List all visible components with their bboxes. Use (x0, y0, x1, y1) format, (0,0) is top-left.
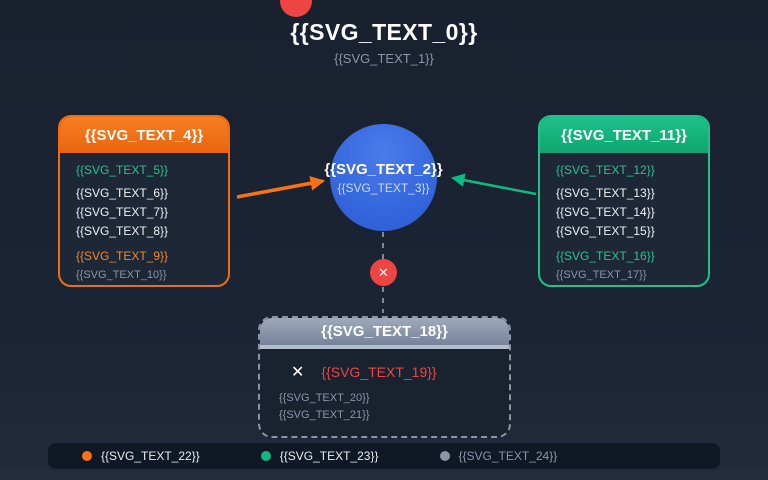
blocked-error-line: ✕ {{SVG_TEXT_19}} (291, 362, 509, 382)
blocked-card: {{SVG_TEXT_18}} ✕ {{SVG_TEXT_19}} {{SVG_… (258, 316, 511, 438)
card-row: {{SVG_TEXT_7}} (76, 205, 169, 219)
card-row: {{SVG_TEXT_10}} (76, 269, 167, 281)
card-row: {{SVG_TEXT_16}} (556, 249, 655, 263)
legend-item: {{SVG_TEXT_23}} (260, 449, 379, 463)
gray-dot-icon (439, 451, 450, 461)
left-card-body: {{SVG_TEXT_5}} {{SVG_TEXT_6}} {{SVG_TEXT… (60, 153, 228, 283)
center-node-subtitle: {{SVG_TEXT_3}} (337, 180, 430, 195)
center-node-title: {{SVG_TEXT_2}} (324, 160, 443, 178)
page-title: {{SVG_TEXT_0}} (290, 19, 478, 45)
legend-item: {{SVG_TEXT_22}} (82, 449, 200, 463)
card-row: {{SVG_TEXT_6}} (76, 186, 169, 200)
card-row: {{SVG_TEXT_12}} (556, 163, 655, 177)
red-alert-dot (280, 0, 312, 17)
x-icon: ✕ (378, 264, 389, 280)
legend-item: {{SVG_TEXT_24}} (439, 449, 558, 463)
blocked-x-badge: ✕ (370, 259, 397, 286)
page-subtitle: {{SVG_TEXT_1}} (334, 51, 434, 66)
left-card-header: {{SVG_TEXT_4}} (60, 117, 228, 153)
blocked-row: {{SVG_TEXT_21}} (279, 409, 370, 421)
orange-arrow (236, 176, 326, 199)
card-row: {{SVG_TEXT_8}} (76, 224, 169, 238)
card-row: {{SVG_TEXT_13}} (556, 186, 655, 200)
right-node-card: {{SVG_TEXT_11}} {{SVG_TEXT_12}} {{SVG_TE… (538, 115, 710, 287)
legend-label: {{SVG_TEXT_22}} (101, 449, 200, 463)
card-row: {{SVG_TEXT_9}} (76, 249, 169, 263)
center-node: {{SVG_TEXT_2}} {{SVG_TEXT_3}} (324, 124, 443, 231)
bottom-strip (0, 470, 768, 480)
card-row: {{SVG_TEXT_5}} (76, 163, 169, 177)
legend-bar: {{SVG_TEXT_22}} {{SVG_TEXT_23}} {{SVG_TE… (48, 443, 720, 469)
right-card-body: {{SVG_TEXT_12}} {{SVG_TEXT_13}} {{SVG_TE… (540, 153, 708, 283)
blocked-error-text: {{SVG_TEXT_19}} (321, 364, 437, 380)
green-arrow (451, 173, 537, 196)
legend-label: {{SVG_TEXT_23}} (279, 449, 379, 463)
card-row: {{SVG_TEXT_15}} (556, 224, 655, 238)
blocked-row: {{SVG_TEXT_20}} (279, 392, 370, 404)
green-dot-icon (260, 451, 271, 461)
x-icon: ✕ (291, 364, 305, 381)
left-node-card: {{SVG_TEXT_4}} {{SVG_TEXT_5}} {{SVG_TEXT… (58, 115, 230, 287)
right-card-header: {{SVG_TEXT_11}} (540, 117, 708, 153)
legend-label: {{SVG_TEXT_24}} (458, 449, 558, 463)
orange-dot-icon (82, 451, 92, 461)
card-row: {{SVG_TEXT_17}} (556, 269, 647, 281)
blocked-card-header: {{SVG_TEXT_18}} (260, 318, 509, 349)
card-row: {{SVG_TEXT_14}} (556, 205, 655, 219)
blocked-card-body: {{SVG_TEXT_20}} {{SVG_TEXT_21}} (279, 390, 509, 424)
